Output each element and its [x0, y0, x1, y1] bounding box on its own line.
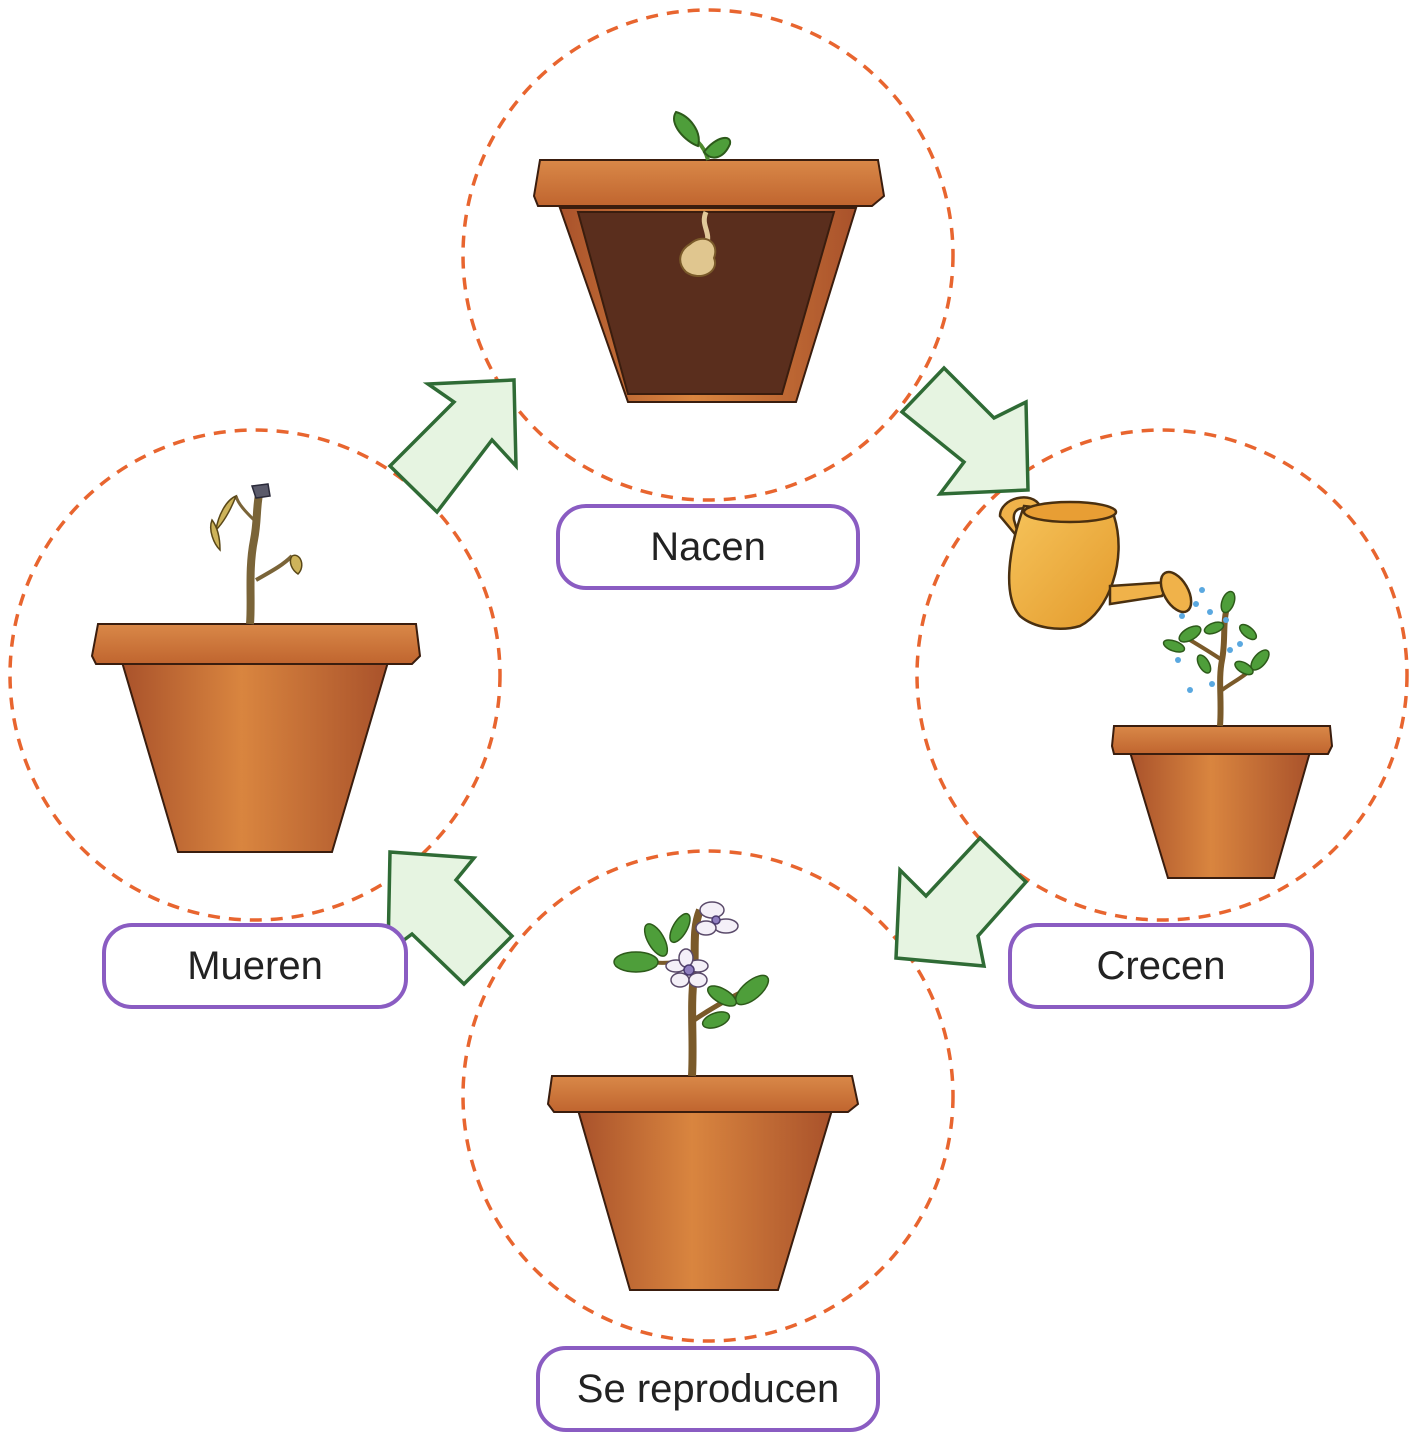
label-crecen-text: Crecen — [1096, 943, 1226, 988]
label-se-reproducen: Se reproducen — [536, 1346, 880, 1432]
label-mueren-text: Mueren — [187, 943, 323, 988]
arrow-to-mueren — [386, 850, 515, 987]
arrow-to-crecen — [899, 365, 1030, 496]
stage-circles — [8, 8, 1409, 1343]
label-se-reproducen-text: Se reproducen — [576, 1366, 840, 1411]
flowering-plant-pot-icon — [546, 901, 860, 1291]
label-mueren: Mueren — [102, 923, 408, 1009]
wilted-plant-pot-icon — [90, 483, 422, 853]
circle-se-reproducen — [461, 849, 955, 1343]
seedling-pot-icon — [532, 110, 886, 403]
arrow-to-nacen — [387, 378, 518, 515]
arrow-to-se-reproducen — [894, 835, 1029, 968]
circle-nacen — [461, 8, 955, 502]
label-nacen: Nacen — [556, 504, 860, 590]
label-nacen-text: Nacen — [650, 524, 766, 569]
circle-crecen — [915, 428, 1409, 922]
watering-can-plant-icon — [998, 496, 1334, 879]
label-crecen: Crecen — [1008, 923, 1314, 1009]
circle-mueren — [8, 428, 502, 922]
